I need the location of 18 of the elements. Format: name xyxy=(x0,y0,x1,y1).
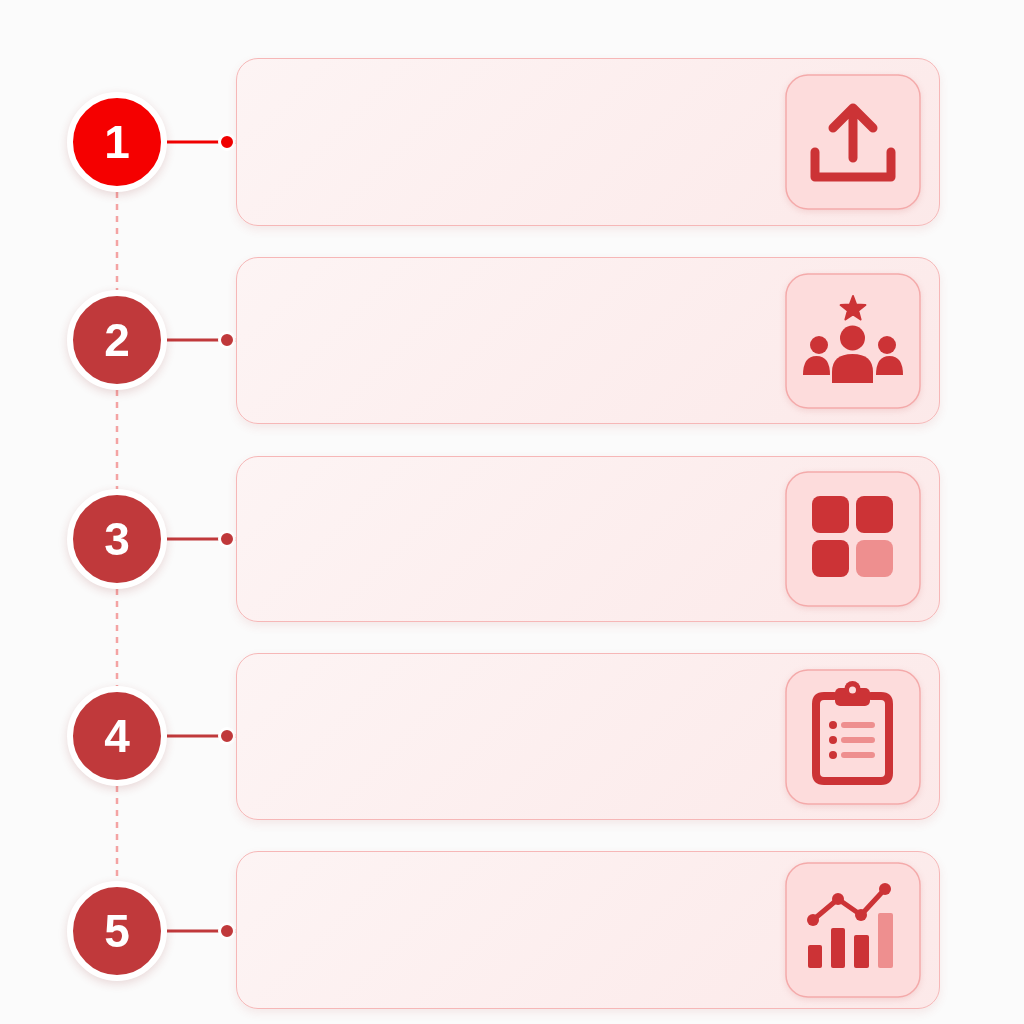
step-card xyxy=(236,851,940,1009)
connector-line xyxy=(167,133,236,151)
step-card xyxy=(236,456,940,622)
number-circle: 4 xyxy=(67,686,167,786)
dotted-line xyxy=(115,390,119,489)
number-circle: 5 xyxy=(67,881,167,981)
number-circle: 1 xyxy=(67,92,167,192)
number-circle: 3 xyxy=(67,489,167,589)
step-card xyxy=(236,653,940,820)
dotted-line xyxy=(115,589,119,686)
step-card xyxy=(236,257,940,424)
connector-line xyxy=(167,922,236,940)
connector-line xyxy=(167,727,236,745)
step-card xyxy=(236,58,940,226)
number-circle: 2 xyxy=(67,290,167,390)
connector-line xyxy=(167,530,236,548)
connector-line xyxy=(167,331,236,349)
dotted-line xyxy=(115,192,119,290)
